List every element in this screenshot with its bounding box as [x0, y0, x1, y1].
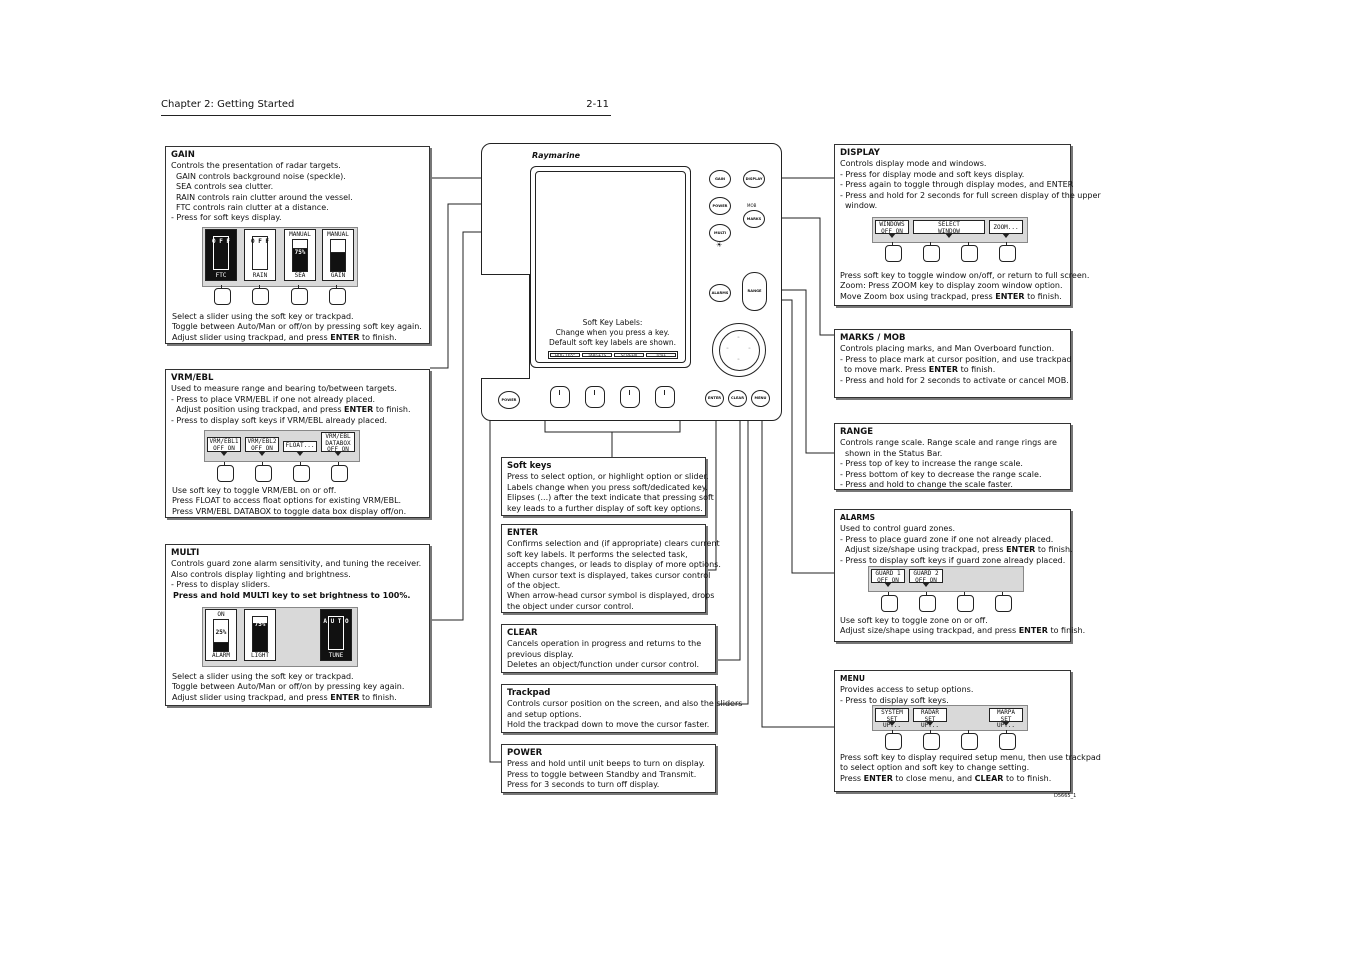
gain-slider[interactable]: MANUAL GAIN: [322, 229, 354, 281]
figure-id: D5665_1: [1054, 793, 1077, 799]
marks-button[interactable]: MARKS: [743, 210, 765, 228]
enter-button[interactable]: ENTER: [705, 390, 724, 407]
gain-button[interactable]: GAIN: [709, 170, 731, 188]
chapter-title: Chapter 2: Getting Started: [161, 99, 295, 110]
menu-softkey-3[interactable]: [961, 730, 978, 750]
alarms-softkey-3[interactable]: [957, 592, 974, 612]
vrm-softkey-4[interactable]: [331, 462, 348, 482]
screen-bezel: [530, 166, 691, 368]
trackpad-box: Trackpad Controls cursor position on the…: [501, 684, 742, 733]
screen-caption: Soft Key Labels: Change when you press a…: [548, 318, 677, 347]
page-number: 2-11: [586, 99, 609, 110]
brightness-icon: ☀: [716, 241, 723, 249]
display-button[interactable]: DISPLAY: [743, 170, 765, 188]
rain-slider[interactable]: O F F RAIN: [244, 229, 276, 281]
display-screen: [535, 171, 686, 363]
screen-callout-panel: [481, 274, 530, 379]
marks-mob-box: MARKS / MOB Controls placing marks, and …: [834, 329, 1072, 398]
gain-softkey-1[interactable]: [214, 285, 231, 305]
vrm-softkey-1[interactable]: [217, 462, 234, 482]
clear-button[interactable]: CLEAR: [728, 390, 747, 407]
screen-softkey-bar: HDG 165° TARGETS SCREEN TOFF: [548, 351, 678, 359]
brand-logo: Raymarine: [532, 151, 581, 160]
menu-softkey-1[interactable]: [885, 730, 902, 750]
alarm-slider[interactable]: ON 25% ALARM: [205, 609, 237, 661]
soft-key-2[interactable]: [585, 386, 605, 408]
menu-softkey-2[interactable]: [923, 730, 940, 750]
multi-button[interactable]: MULTI: [709, 224, 731, 242]
float-label: FLOAT...: [283, 441, 317, 456]
range-button[interactable]: RANGE: [742, 272, 767, 311]
display-softkey-3[interactable]: [961, 242, 978, 262]
display-softkey-4[interactable]: [999, 242, 1016, 262]
enter-box: ENTER Confirms selection and (if appropr…: [501, 524, 721, 613]
alarms-button[interactable]: ALARMS: [709, 284, 731, 302]
gain-softkey-4[interactable]: [329, 285, 346, 305]
page-header: Chapter 2: Getting Started 2-11: [161, 97, 611, 116]
alarms-softkey-4[interactable]: [995, 592, 1012, 612]
power-button[interactable]: POWER: [709, 197, 731, 215]
display-softkey-2[interactable]: [923, 242, 940, 262]
power-box: POWER Press and hold until unit beeps to…: [501, 744, 716, 793]
tune-slider[interactable]: A U T O TUNE: [320, 609, 352, 661]
soft-key-3[interactable]: [620, 386, 640, 408]
ftc-slider[interactable]: O F F FTC: [205, 229, 237, 281]
vrm-softkey-3[interactable]: [293, 462, 310, 482]
zoom-label: ZOOM...: [989, 220, 1023, 238]
gain-softkey-3[interactable]: [291, 285, 308, 305]
softkeys-box: Soft keys Press to select option, or hig…: [501, 457, 714, 516]
clear-box: CLEAR Cancels operation in progress and …: [501, 624, 716, 673]
unit-power-key[interactable]: POWER: [498, 391, 520, 409]
gain-title: GAIN: [171, 150, 195, 160]
gain-softkey-2[interactable]: [252, 285, 269, 305]
mob-label: MOB: [747, 203, 757, 208]
menu-button[interactable]: MENU: [751, 390, 770, 407]
menu-box: MENU Provides access to setup options. -…: [834, 670, 1101, 792]
soft-key-4[interactable]: [655, 386, 675, 408]
alarms-softkey-2[interactable]: [919, 592, 936, 612]
range-box: RANGE Controls range scale. Range scale …: [834, 423, 1071, 490]
light-slider[interactable]: 75% LIGHT: [244, 609, 276, 661]
alarms-softkey-1[interactable]: [881, 592, 898, 612]
sea-slider[interactable]: MANUAL 75% SEA: [284, 229, 316, 281]
display-softkey-1[interactable]: [885, 242, 902, 262]
trackpad[interactable]: ◦ ◦ ◦ ◦: [712, 323, 766, 377]
menu-softkey-4[interactable]: [999, 730, 1016, 750]
vrm-softkey-2[interactable]: [255, 462, 272, 482]
soft-key-1[interactable]: [550, 386, 570, 408]
